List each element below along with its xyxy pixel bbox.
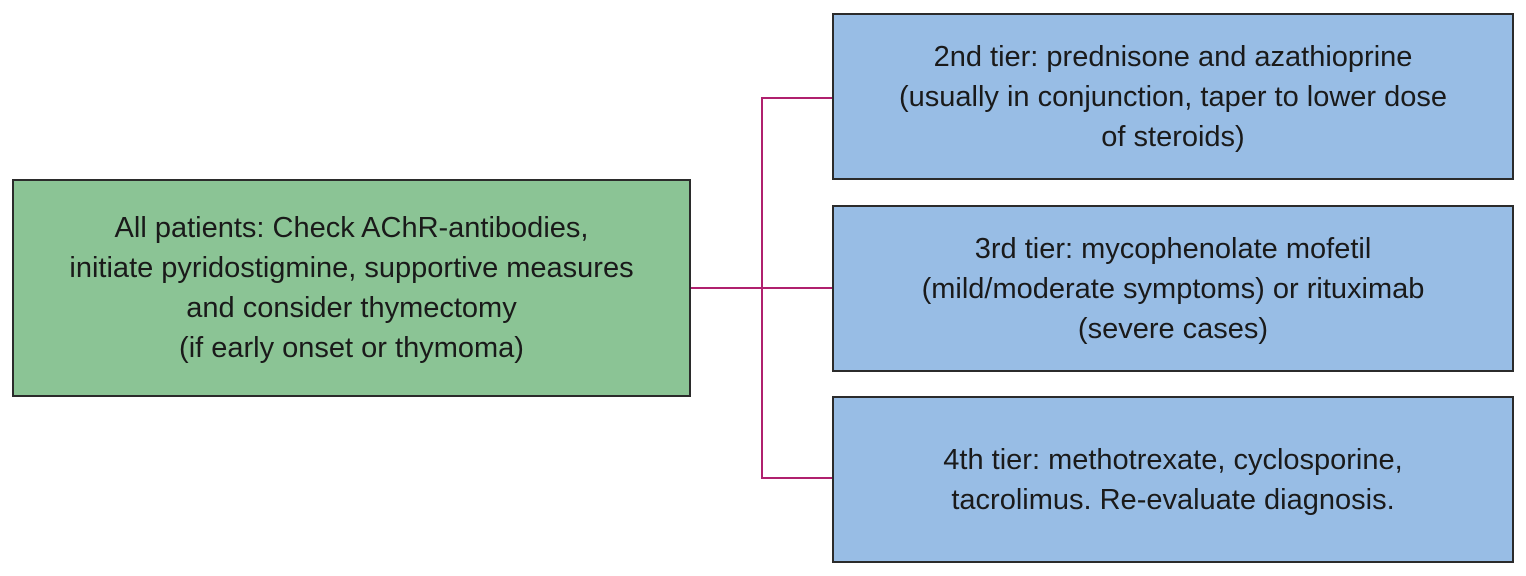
third-tier-line-1: 3rd tier: mycophenolate mofetil (974, 232, 1372, 265)
second-tier-box: 2nd tier: prednisone and azathioprine (u… (832, 13, 1514, 180)
third-tier-box: 3rd tier: mycophenolate mofetil (mild/mo… (832, 205, 1514, 372)
all-patients-line-4: (if early onset or thymoma) (179, 332, 524, 364)
second-tier-line-1: 2nd tier: prednisone and azathioprine (933, 40, 1413, 73)
fourth-tier-line-2: tacrolimus. Re-evaluate diagnosis. (951, 483, 1395, 516)
second-tier-line-3: of steroids) (1101, 120, 1245, 153)
all-patients-line-3: and consider thymectomy (186, 292, 517, 324)
all-patients-line-1: All patients: Check AChR-antibodies, (114, 212, 589, 244)
all-patients-box: All patients: Check AChR-antibodies, ini… (12, 179, 691, 397)
second-tier-line-2: (usually in conjunction, taper to lower … (898, 80, 1448, 113)
all-patients-line-2: initiate pyridostigmine, supportive meas… (69, 252, 634, 284)
fourth-tier-line-1: 4th tier: methotrexate, cyclosporine, (943, 443, 1403, 476)
third-tier-line-2: (mild/moderate symptoms) or rituximab (921, 272, 1425, 305)
third-tier-line-3: (severe cases) (1077, 312, 1269, 345)
fourth-tier-box: 4th tier: methotrexate, cyclosporine, ta… (832, 396, 1514, 563)
